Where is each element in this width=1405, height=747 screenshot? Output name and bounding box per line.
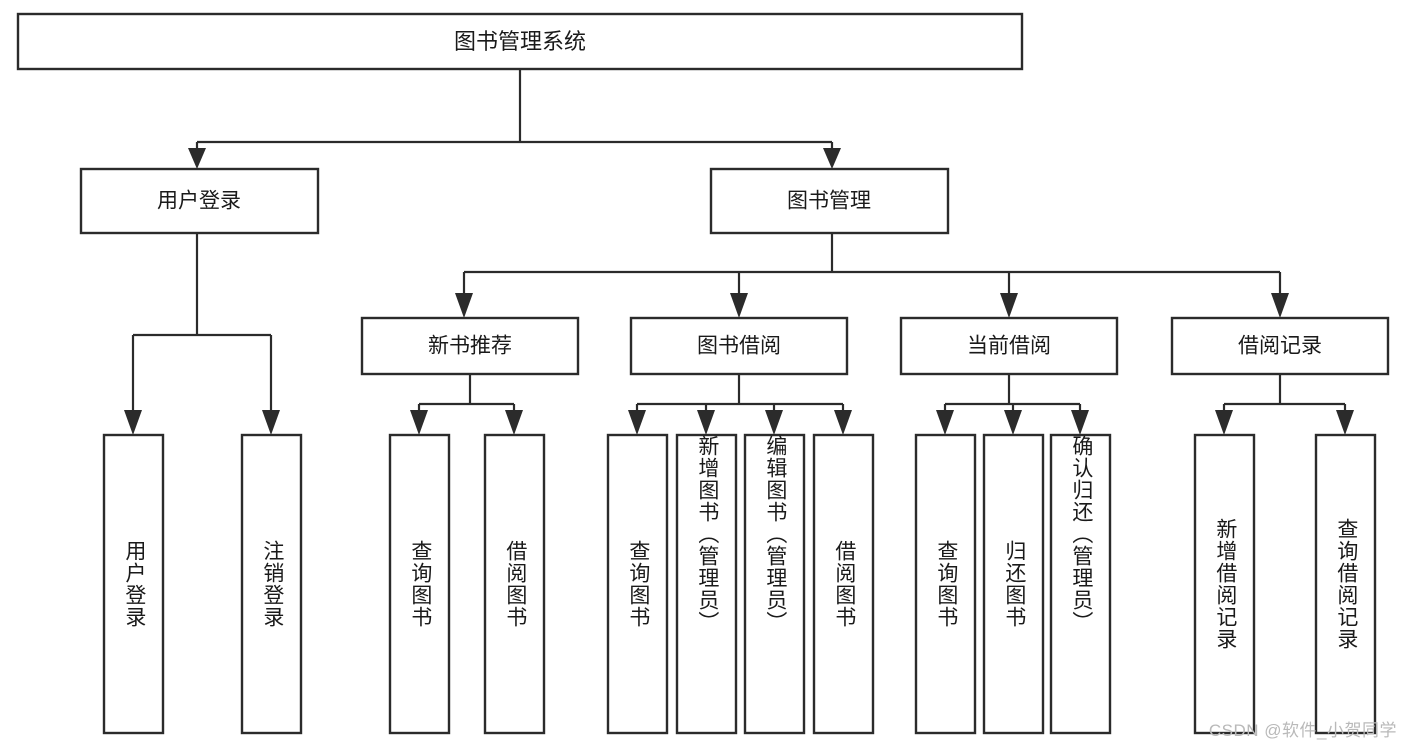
node-current-borrow-box[interactable] [899, 316, 1119, 376]
leaf-box-add-book[interactable] [675, 433, 738, 735]
node-book-management-label: 图书管理 [787, 190, 871, 213]
node-borrow-record-label: 借阅记录 [1238, 335, 1322, 358]
node-borrow-record-box[interactable] [1170, 316, 1390, 376]
leaf-box-user-login[interactable] [102, 433, 165, 735]
arrow-head-leaf-query-book-1 [410, 410, 428, 435]
node-root[interactable]: 图书管理系统 [16, 12, 1024, 71]
connector-group-current-borrow [936, 374, 1089, 435]
connector-group-bookmgmt [455, 233, 1289, 318]
arrow-head-leaf-query-book-2 [628, 410, 646, 435]
node-root-box[interactable] [16, 12, 1024, 71]
connector-group-root [188, 69, 841, 169]
arrow-head-leaf-return-book [1004, 410, 1022, 435]
arrow-head-leaf-query-record [1336, 410, 1354, 435]
leaf-box-borrow-book-1[interactable] [483, 433, 546, 735]
leaf-box-query-book-1[interactable] [388, 433, 451, 735]
node-book-management[interactable]: 图书管理 [709, 167, 950, 235]
leaf-box-query-book-2[interactable] [606, 433, 669, 735]
leaf-box-return-book[interactable] [982, 433, 1045, 735]
arrow-head-leaf-add-record [1215, 410, 1233, 435]
node-user-login-box[interactable] [79, 167, 320, 235]
arrow-head-borrow-record [1271, 293, 1289, 318]
arrow-head-leaf-logout-login [262, 410, 280, 435]
arrow-head-current-borrow [1000, 293, 1018, 318]
node-new-book-recommend[interactable]: 新书推荐 [360, 316, 580, 376]
leaf-box-query-book-3[interactable] [914, 433, 977, 735]
node-book-management-box[interactable] [709, 167, 950, 235]
arrow-head-book-borrow [730, 293, 748, 318]
leaf-box-borrow-book-2[interactable] [812, 433, 875, 735]
arrow-head-leaf-borrow-book-2 [834, 410, 852, 435]
arrow-head-leaf-query-book-3 [936, 410, 954, 435]
csdn-watermark: CSDN @软件_小贺同学 [1208, 721, 1397, 740]
node-new-book-recommend-box[interactable] [360, 316, 580, 376]
arrow-head-leaf-confirm-return [1071, 410, 1089, 435]
arrow-head-leaf-user-login [124, 410, 142, 435]
node-current-borrow-label: 当前借阅 [967, 335, 1051, 358]
arrow-head-bookmgmt [823, 148, 841, 169]
arrow-head-leaf-add-book [697, 410, 715, 435]
leaf-box-edit-book[interactable] [743, 433, 806, 735]
node-book-borrow-box[interactable] [629, 316, 849, 376]
connector-group-userlogin [124, 233, 280, 435]
node-book-borrow-label: 图书借阅 [697, 335, 781, 358]
arrow-head-leaf-edit-book [765, 410, 783, 435]
node-book-borrow[interactable]: 图书借阅 [629, 316, 849, 376]
leaf-box-add-record[interactable] [1193, 433, 1256, 735]
node-current-borrow[interactable]: 当前借阅 [899, 316, 1119, 376]
connector-group-borrow-record [1215, 374, 1354, 435]
node-root-label: 图书管理系统 [454, 29, 586, 54]
leaf-box-group [102, 433, 1377, 735]
node-user-login[interactable]: 用户登录 [79, 167, 320, 235]
node-borrow-record[interactable]: 借阅记录 [1170, 316, 1390, 376]
node-new-book-recommend-label: 新书推荐 [428, 335, 512, 358]
connector-group-new-book-recommend [410, 374, 523, 435]
node-user-login-label: 用户登录 [157, 190, 241, 213]
arrow-head-new-book-recommend [455, 293, 473, 318]
arrow-head-userlogin [188, 148, 206, 169]
leaf-box-query-record[interactable] [1314, 433, 1377, 735]
leaf-box-logout-login[interactable] [240, 433, 303, 735]
arrow-head-leaf-borrow-book-1 [505, 410, 523, 435]
leaf-box-confirm-return[interactable] [1049, 433, 1112, 735]
connector-group-book-borrow [628, 374, 852, 435]
